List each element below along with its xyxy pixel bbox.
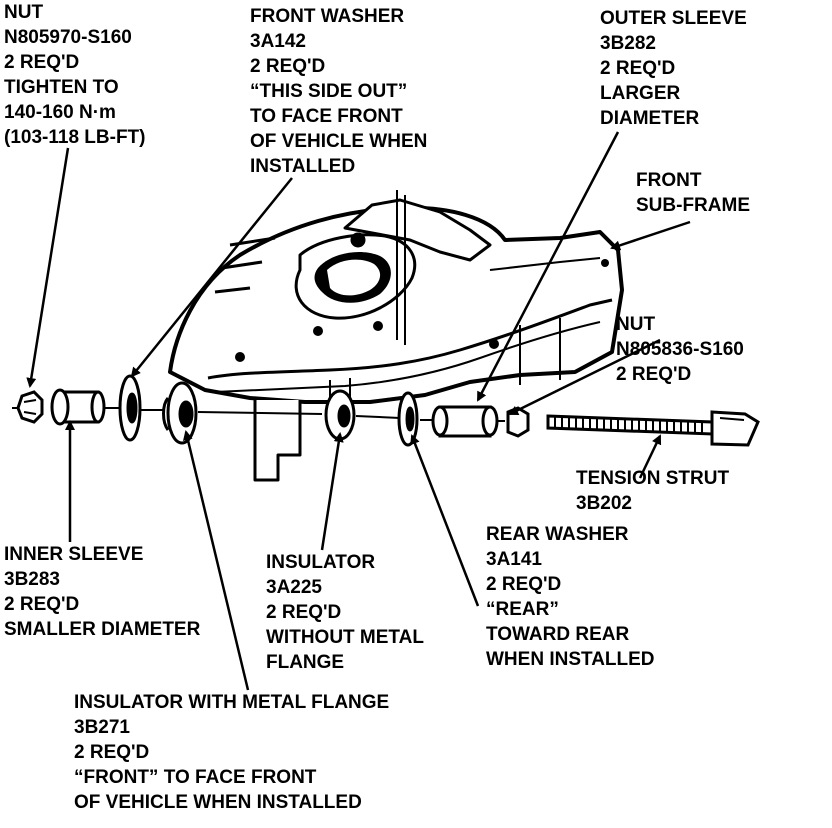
insulator-flange-note-line2: OF VEHICLE WHEN INSTALLED	[74, 792, 362, 813]
front-nut-torque-line1: TIGHTEN TO	[4, 77, 119, 98]
inner-sleeve-title: INNER SLEEVE	[4, 544, 144, 565]
outer-sleeve-quantity: 2 REQ'D	[600, 58, 676, 79]
insulator-flange-title: INSULATOR WITH METAL FLANGE	[74, 692, 390, 713]
front-washer-note-line4: INSTALLED	[250, 156, 356, 177]
tension-strut-drawing	[546, 410, 760, 447]
front-nut-torque-metric: 140-160 N·m	[4, 102, 116, 123]
front-washer-note-line2: TO FACE FRONT	[250, 106, 403, 127]
front-nut-drawing	[16, 390, 44, 424]
front-washer-note-line3: OF VEHICLE WHEN	[250, 131, 428, 152]
front-subframe-line1: FRONT	[636, 170, 702, 191]
inner-sleeve-drawing	[50, 388, 106, 426]
front-subframe-line2: SUB-FRAME	[636, 195, 750, 216]
front-subframe-drawing	[168, 190, 624, 482]
label-outer-sleeve: OUTER SLEEVE 3B282 2 REQ'D LARGER DIAMET…	[600, 6, 747, 131]
insulator-flange-part-number: 3B271	[74, 717, 130, 738]
label-tension-strut: TENSION STRUT 3B202	[576, 466, 729, 516]
insulator-title: INSULATOR	[266, 552, 376, 573]
inner-sleeve-note: SMALLER DIAMETER	[4, 619, 201, 640]
rear-washer-part-number: 3A141	[486, 549, 542, 570]
label-front-subframe: FRONT SUB-FRAME	[636, 168, 750, 218]
outer-sleeve-note-line2: DIAMETER	[600, 108, 700, 129]
rear-washer-title: REAR WASHER	[486, 524, 629, 545]
front-nut-part-number: N805970-S160	[4, 27, 132, 48]
front-washer-title: FRONT WASHER	[250, 6, 405, 27]
insulator-quantity: 2 REQ'D	[266, 602, 342, 623]
label-insulator: INSULATOR 3A225 2 REQ'D WITHOUT METAL FL…	[266, 550, 424, 675]
front-washer-note-line1: “THIS SIDE OUT”	[250, 81, 408, 102]
inner-sleeve-part-number: 3B283	[4, 569, 60, 590]
label-inner-sleeve: INNER SLEEVE 3B283 2 REQ'D SMALLER DIAME…	[4, 542, 200, 642]
inner-sleeve-quantity: 2 REQ'D	[4, 594, 80, 615]
outer-sleeve-drawing	[431, 405, 499, 438]
rear-nut-part-number: N805836-S160	[616, 339, 744, 360]
label-front-washer: FRONT WASHER 3A142 2 REQ'D “THIS SIDE OU…	[250, 4, 427, 179]
rear-washer-note-line1: “REAR”	[486, 599, 559, 620]
leader-lines	[26, 131, 691, 691]
rear-washer-quantity: 2 REQ'D	[486, 574, 562, 595]
front-washer-quantity: 2 REQ'D	[250, 56, 326, 77]
label-front-nut: NUT N805970-S160 2 REQ'D TIGHTEN TO 140-…	[4, 0, 145, 150]
label-rear-nut: NUT N805836-S160 2 REQ'D	[616, 312, 744, 387]
insulator-part-number: 3A225	[266, 577, 322, 598]
rear-nut-title: NUT	[616, 314, 656, 335]
outer-sleeve-title: OUTER SLEEVE	[600, 8, 747, 29]
rear-washer-note-line2: TOWARD REAR	[486, 624, 630, 645]
front-nut-quantity: 2 REQ'D	[4, 52, 80, 73]
insulator-flange-note-line1: “FRONT” TO FACE FRONT	[74, 767, 317, 788]
rear-washer-drawing	[397, 391, 419, 447]
tension-strut-title: TENSION STRUT	[576, 468, 730, 489]
front-nut-torque-imperial: (103-118 LB-FT)	[4, 127, 146, 148]
front-nut-title: NUT	[4, 2, 44, 23]
insulator-flange-quantity: 2 REQ'D	[74, 742, 150, 763]
outer-sleeve-part-number: 3B282	[600, 33, 656, 54]
label-insulator-with-flange: INSULATOR WITH METAL FLANGE 3B271 2 REQ'…	[74, 690, 389, 815]
label-rear-washer: REAR WASHER 3A141 2 REQ'D “REAR” TOWARD …	[486, 522, 655, 672]
tension-strut-part-number: 3B202	[576, 493, 632, 514]
rear-nut-quantity: 2 REQ'D	[616, 364, 692, 385]
insulator-note-line2: FLANGE	[266, 652, 345, 673]
insulator-note-line1: WITHOUT METAL	[266, 627, 424, 648]
insulator-drawing	[324, 389, 356, 441]
front-washer-drawing	[118, 374, 142, 442]
insulator-with-flange-drawing	[162, 381, 198, 445]
outer-sleeve-note-line1: LARGER	[600, 83, 681, 104]
front-washer-part-number: 3A142	[250, 31, 306, 52]
rear-washer-note-line3: WHEN INSTALLED	[486, 649, 655, 670]
